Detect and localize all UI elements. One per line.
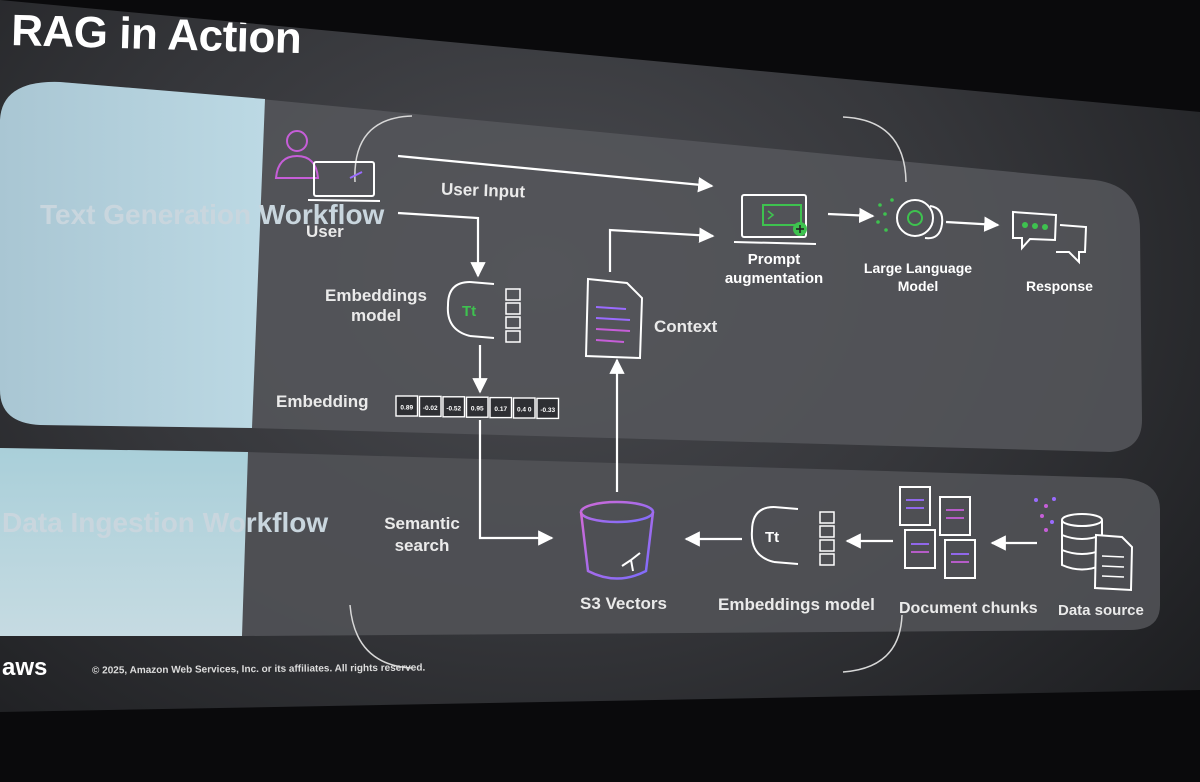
- user-label: User: [306, 222, 344, 241]
- context-document-icon: [584, 277, 644, 360]
- arrow-prompt-to-llm: [827, 207, 875, 224]
- arrow-context-to-prompt: [608, 227, 715, 272]
- embedding-value: -0.02: [423, 405, 438, 412]
- text-generation-panel: [0, 81, 1142, 453]
- semantic-search-label: Semantic search: [384, 514, 460, 556]
- embedding-value: 0.17: [494, 406, 507, 413]
- embedding-cell: 0.95: [465, 396, 489, 418]
- embedding-vector: 0.89 -0.02 -0.52 0.95 0.17 0.4 0 -0.33: [395, 395, 560, 420]
- embeddings-model-bottom-label: Embeddings model: [718, 595, 875, 614]
- user-icon: [274, 130, 381, 202]
- embedding-cell: -0.02: [418, 395, 442, 418]
- arrow-semantic-search: [478, 420, 554, 546]
- embeddings-model-top-label: Embeddings model: [324, 286, 427, 326]
- data-source-icon: [1034, 497, 1134, 592]
- bracket-bottom-right: [842, 614, 903, 673]
- embedding-cell: 0.17: [489, 396, 513, 419]
- embedding-value: -0.33: [540, 407, 555, 414]
- arrow-llm-to-response: [945, 216, 1000, 232]
- embedding-label: Embedding: [276, 392, 369, 411]
- llm-brain-icon: [876, 198, 944, 240]
- prompt-augmentation-label: Prompt augmentation: [724, 251, 824, 287]
- aws-logo: aws: [2, 654, 48, 681]
- user-input-label: User Input: [440, 179, 526, 202]
- embedding-value: -0.52: [446, 405, 461, 412]
- bracket-top-right: [842, 116, 907, 183]
- data-ingestion-workflow-label: Data Ingestion Workflow: [2, 507, 329, 538]
- embeddings-model-icon-top: Tt: [446, 281, 521, 343]
- bracket-top-left: [354, 115, 413, 183]
- response-chat-icon: [1012, 210, 1088, 265]
- arrow-user-to-embeddings: [397, 211, 486, 278]
- embedding-cell: 0.4 0: [512, 397, 536, 419]
- llm-label: Large Language Model: [863, 260, 973, 294]
- document-chunks-label: Document chunks: [899, 600, 1038, 617]
- text-generation-workflow-label: Text Generation Workflow: [40, 199, 385, 230]
- document-chunks-icon: [899, 486, 976, 579]
- s3-vectors-label: S3 Vectors: [580, 594, 667, 613]
- embedding-value: 0.95: [471, 406, 484, 413]
- data-ingestion-panel: [0, 448, 1160, 636]
- embeddings-model-icon-bottom: Tt: [750, 506, 835, 566]
- embedding-cell: -0.33: [536, 397, 560, 420]
- s3-vectors-bucket-icon: [579, 500, 655, 580]
- flow-arrows: [397, 154, 1037, 551]
- embedding-cell: 0.89: [395, 395, 419, 417]
- context-label: Context: [654, 317, 718, 336]
- arrow-user-to-prompt: [397, 154, 714, 193]
- bracket-bottom-left: [349, 604, 413, 669]
- data-source-label: Data source: [1058, 602, 1144, 619]
- embeddings-glyph-top: Tt: [462, 303, 476, 320]
- embedding-value: 0.89: [400, 405, 413, 412]
- response-label: Response: [1026, 278, 1093, 294]
- embeddings-glyph-bottom: Tt: [765, 529, 779, 546]
- embedding-cell: -0.52: [442, 396, 466, 418]
- prompt-augmentation-icon: [733, 194, 817, 245]
- embedding-value: 0.4 0: [517, 407, 532, 414]
